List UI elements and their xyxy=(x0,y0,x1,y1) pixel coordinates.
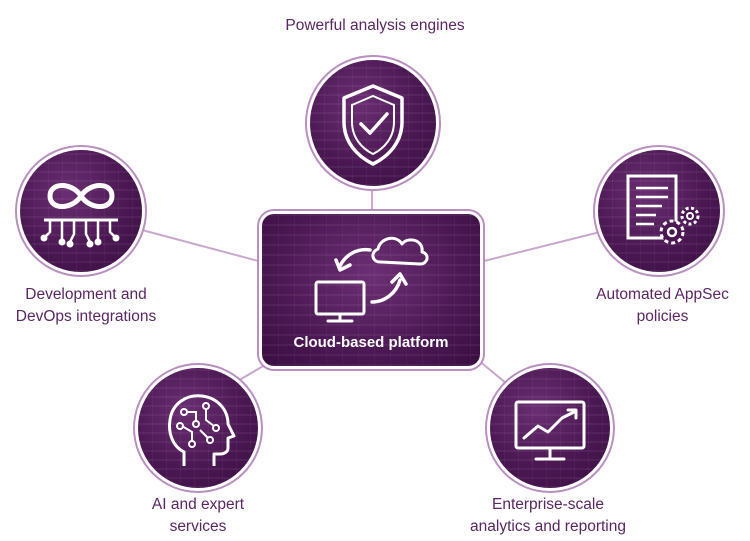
connector-ai xyxy=(235,361,271,383)
connector-devops xyxy=(141,229,263,263)
node-label-ai-line2: services xyxy=(169,518,227,535)
node-devops xyxy=(20,150,142,272)
node-analytics xyxy=(490,368,610,488)
node-label-policies-line2: policies xyxy=(636,308,689,325)
infinity-circuit-icon xyxy=(40,183,120,248)
node-label-ai-line1: AI and expert xyxy=(151,496,245,513)
connector-policies xyxy=(479,231,601,263)
node-label-ai: AI and expert services xyxy=(118,494,278,538)
node-label-analytics-line2: analytics and reporting xyxy=(470,518,626,535)
node-label-analytics-line1: Enterprise-scale xyxy=(492,496,604,513)
node-label-engines: Powerful analysis engines xyxy=(285,17,465,34)
node-label-analytics: Enterprise-scale analytics and reporting xyxy=(448,494,648,538)
node-label-devops-line2: DevOps integrations xyxy=(15,308,157,325)
node-policies xyxy=(598,150,720,272)
node-engines xyxy=(310,60,436,186)
center-platform: Cloud-based platform xyxy=(262,214,480,366)
monitor-chart-icon xyxy=(514,400,586,461)
connector-analytics xyxy=(477,359,513,389)
node-label-policies-line1: Automated AppSec xyxy=(596,286,729,303)
node-label-policies: Automated AppSec policies xyxy=(580,284,745,328)
center-label: Cloud-based platform xyxy=(293,334,449,351)
node-label-devops: Development and DevOps integrations xyxy=(6,284,166,328)
document-gears-icon xyxy=(626,174,700,245)
node-ai xyxy=(138,368,258,488)
head-circuit-icon xyxy=(168,394,236,466)
node-label-devops-line1: Development and xyxy=(25,286,147,303)
cloud-sync-monitor-icon xyxy=(314,236,429,323)
shield-check-icon xyxy=(342,84,404,166)
